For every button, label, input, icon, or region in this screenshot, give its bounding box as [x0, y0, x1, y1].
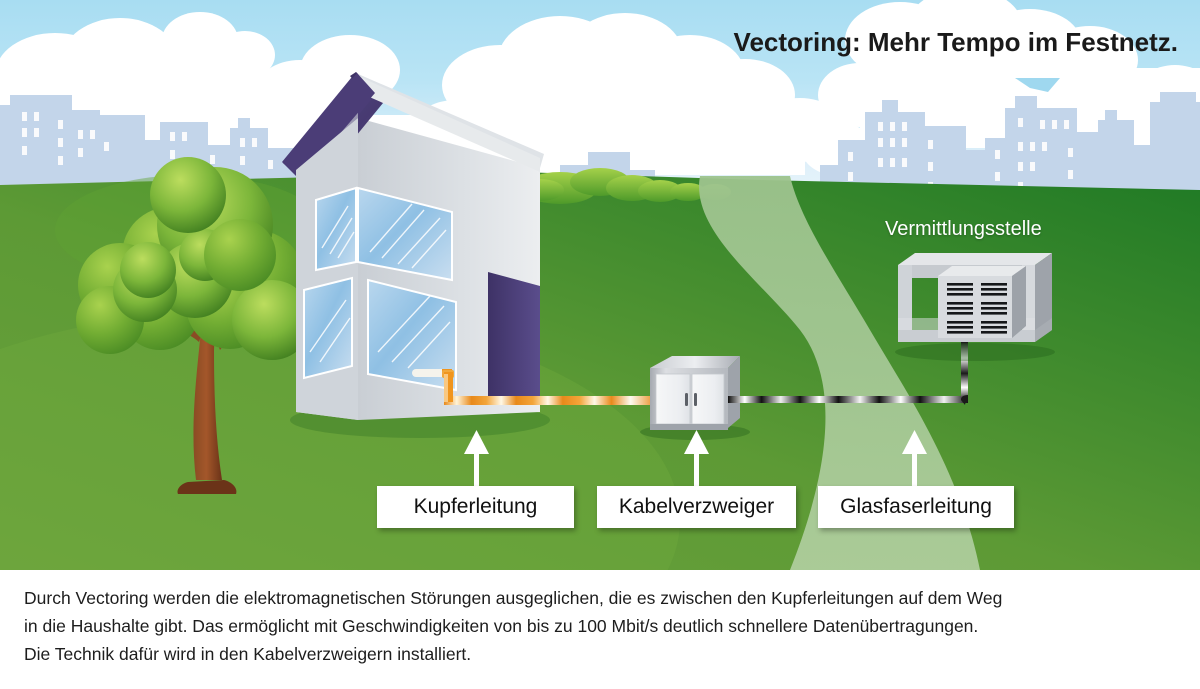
caption-line-3: Die Technik dafür wird in den Kabelverzw… [24, 644, 472, 664]
illustration-scene: Vectoring: Mehr Tempo im Festnetz. Vermi… [0, 0, 1200, 570]
cabinet-handle [685, 393, 688, 406]
caption-line-1: Durch Vectoring werden die elektromagnet… [24, 588, 1003, 608]
tree-illustration [76, 157, 312, 494]
exchange-label: Vermittlungsstelle [885, 218, 1042, 240]
callout-arrows-group [464, 430, 927, 490]
rack-vents [947, 283, 1007, 334]
arrow-up-icon [464, 430, 489, 490]
house-illustration [282, 72, 550, 438]
page-title: Vectoring: Mehr Tempo im Festnetz. [733, 27, 1178, 57]
winding-path [699, 176, 980, 570]
caption-line-2: in die Haushalte gibt. Das ermöglicht mi… [24, 616, 979, 636]
callout-label-kabelverzweiger[interactable]: Kabelverzweiger [597, 486, 796, 528]
exchange-building-illustration [895, 253, 1055, 361]
callout-label-glasfaserleitung[interactable]: Glasfaserleitung [818, 486, 1014, 528]
copper-cable-line [412, 369, 656, 405]
sky-gap-shape [1015, 78, 1060, 92]
cabinet-handle [694, 393, 697, 406]
fiber-cable-line [728, 330, 968, 405]
ground-group [0, 72, 1200, 570]
caption-block: Durch Vectoring werden die elektromagnet… [0, 570, 1200, 689]
arrow-up-icon [684, 430, 709, 490]
callout-label-kupferleitung[interactable]: Kupferleitung [377, 486, 574, 528]
street-cabinet-illustration [640, 356, 750, 440]
cloud-icon [162, 12, 275, 79]
arrow-up-icon [902, 430, 927, 490]
